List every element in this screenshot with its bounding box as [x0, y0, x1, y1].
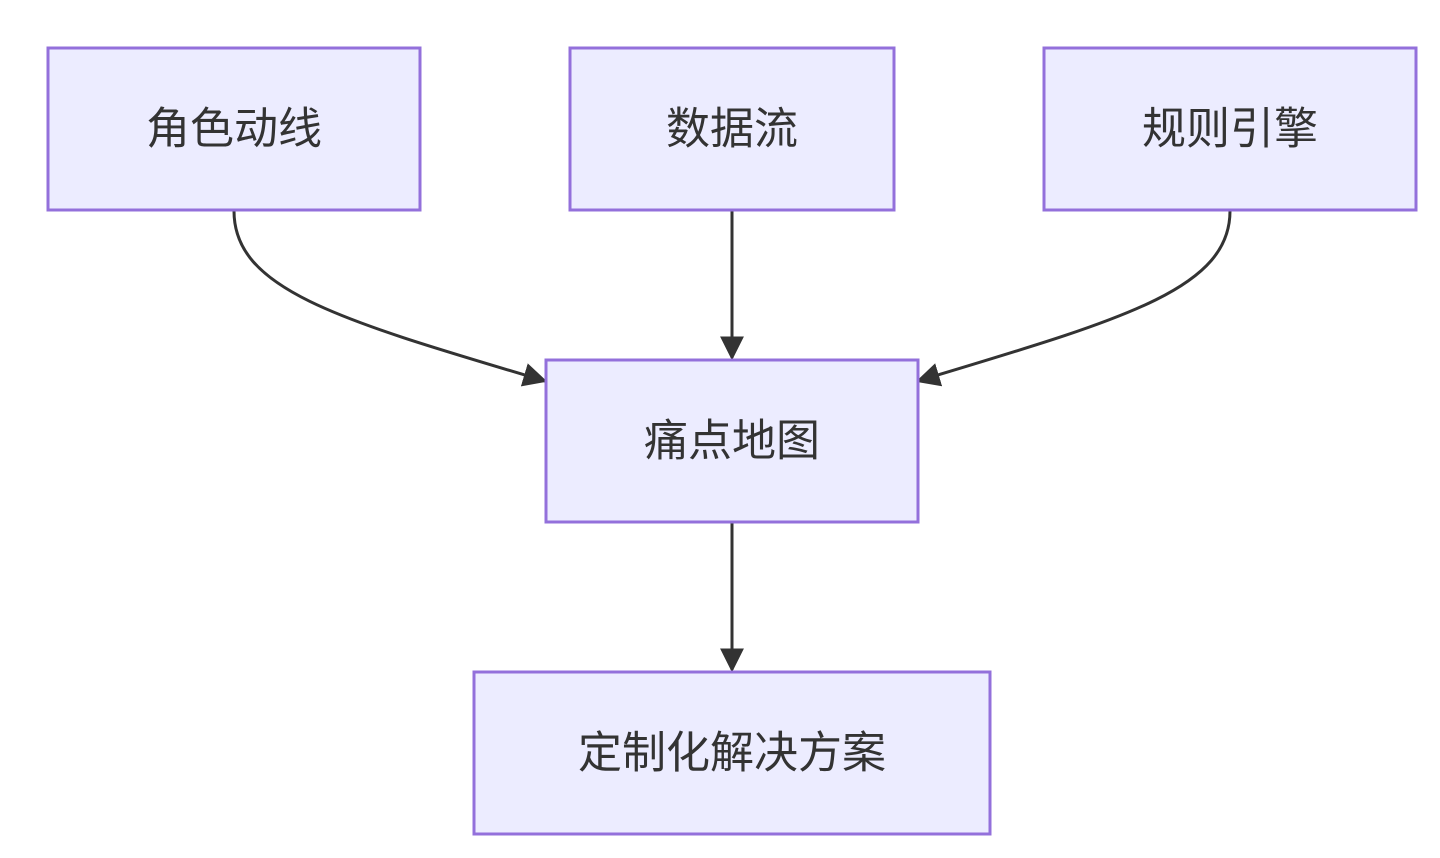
node-label: 规则引擎: [1142, 104, 1318, 155]
edge-rules-to-pain: [915, 210, 1232, 387]
node-custom-solution[interactable]: 定制化解决方案: [472, 670, 992, 836]
node-pain-map[interactable]: 痛点地图: [544, 358, 920, 524]
edge-role-to-pain: [232, 210, 548, 387]
node-label: 数据流: [666, 104, 798, 155]
node-label: 痛点地图: [644, 416, 820, 467]
node-rule-engine[interactable]: 规则引擎: [1042, 46, 1418, 212]
node-label: 角色动线: [146, 104, 322, 155]
node-role-flow[interactable]: 角色动线: [46, 46, 422, 212]
node-data-flow[interactable]: 数据流: [568, 46, 896, 212]
node-label: 定制化解决方案: [578, 728, 886, 779]
